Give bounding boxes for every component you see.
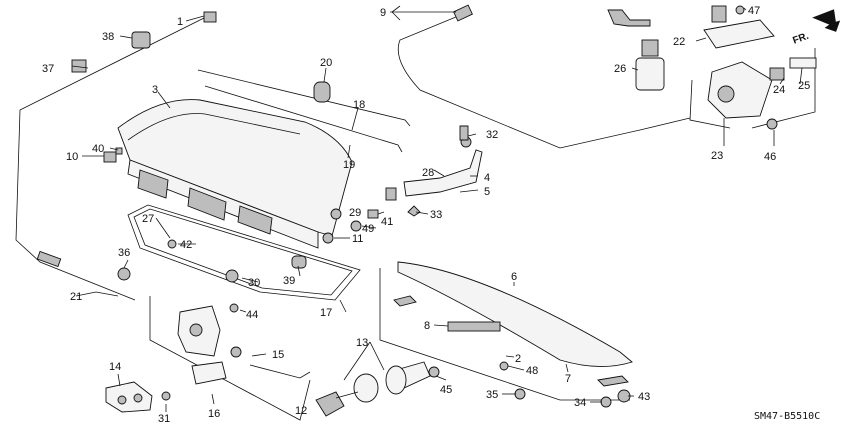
weatherstrip	[127, 204, 361, 301]
callout-44: 44	[246, 309, 258, 321]
callout-42: 42	[180, 239, 192, 251]
callout-14: 14	[109, 361, 121, 373]
callout-22: 22	[673, 36, 685, 48]
callout-9: 9	[380, 7, 386, 19]
callout-20: 20	[320, 57, 332, 69]
callout-38: 38	[102, 31, 114, 43]
callout-36: 36	[118, 247, 130, 259]
callout-17: 17	[320, 307, 332, 319]
spoiler-strip-8	[447, 321, 501, 332]
callout-29: 29	[349, 207, 361, 219]
callout-7: 7	[565, 373, 571, 385]
callout-46: 46	[764, 151, 776, 163]
trunk-lid	[117, 99, 353, 249]
callout-31: 31	[158, 413, 170, 425]
callout-15: 15	[272, 349, 284, 361]
opener-cable	[397, 11, 691, 149]
torsion-rod-19	[204, 85, 403, 153]
release-cable	[15, 14, 211, 301]
callout-49: 49	[362, 223, 374, 235]
callout-34: 34	[574, 397, 586, 409]
callout-28: 28	[422, 167, 434, 179]
callout-35: 35	[486, 389, 498, 401]
callout-41: 41	[381, 216, 393, 228]
leader-lines	[71, 5, 803, 412]
callout-23: 23	[711, 150, 723, 162]
callout-25: 25	[798, 80, 810, 92]
callout-19: 19	[343, 159, 355, 171]
callout-40: 40	[92, 143, 104, 155]
callout-10: 10	[66, 151, 78, 163]
callout-3: 3	[152, 84, 158, 96]
actuator-23	[707, 57, 817, 119]
callout-24: 24	[773, 84, 785, 96]
callout-30: 30	[248, 277, 260, 289]
callout-16: 16	[208, 408, 220, 420]
callout-37: 37	[42, 63, 54, 75]
handle-22	[703, 19, 775, 49]
callout-27: 27	[142, 213, 154, 225]
callout-4: 4	[484, 172, 490, 184]
callout-13: 13	[356, 337, 368, 349]
callout-43: 43	[638, 391, 650, 403]
callout-33: 33	[430, 209, 442, 221]
callout-1: 1	[177, 16, 183, 28]
torsion-rod-18	[197, 69, 411, 127]
callout-2: 2	[515, 353, 521, 365]
callout-5: 5	[484, 186, 490, 198]
callout-32: 32	[486, 129, 498, 141]
callout-45: 45	[440, 384, 452, 396]
callout-8: 8	[424, 320, 430, 332]
callout-12: 12	[295, 405, 307, 417]
hinge	[403, 149, 483, 197]
callout-21: 21	[70, 291, 82, 303]
lock-cylinder	[315, 361, 431, 417]
callout-48: 48	[526, 365, 538, 377]
part-code: SM47-B5510C	[754, 411, 820, 422]
callout-11: 11	[352, 233, 363, 245]
rear-spoiler	[397, 261, 633, 367]
latch-assembly	[105, 305, 311, 413]
callout-6: 6	[511, 271, 517, 283]
callout-numbers: 1 2 3 4 5 6 7 8 9 10 11 12 13 14 15 16 1…	[42, 5, 810, 425]
callout-39: 39	[283, 275, 295, 287]
callout-26: 26	[614, 63, 626, 75]
callout-47: 47	[748, 5, 760, 17]
front-direction-label: FR.	[791, 31, 810, 47]
callout-18: 18	[353, 99, 365, 111]
key-cylinder-26	[607, 9, 665, 91]
fasteners	[71, 5, 778, 408]
front-direction-arrow: FR.	[791, 9, 841, 47]
